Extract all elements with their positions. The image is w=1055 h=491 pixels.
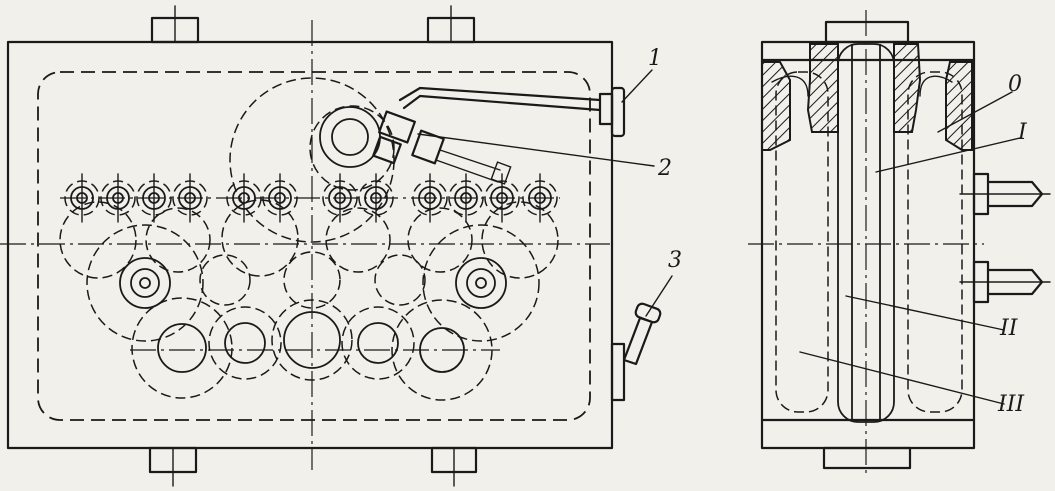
bearing-section-left (806, 43, 839, 133)
side-view (748, 10, 1051, 478)
label-shaft-I: I (1018, 120, 1027, 145)
shaft-row-top (64, 173, 558, 223)
output-shaft-lower (959, 260, 1051, 304)
label-shaft-II: II (1000, 316, 1018, 341)
bearing-section-right (893, 43, 922, 133)
front-view (0, 5, 673, 487)
side-bottom-cap (822, 446, 912, 470)
housing-outline (6, 40, 614, 450)
side-top-cap (824, 20, 910, 44)
pipe-fitting (598, 92, 614, 126)
label-shaft-0: 0 (1008, 72, 1022, 97)
oil-level-plug (610, 302, 662, 402)
output-shaft-upper (959, 172, 1051, 216)
side-housing (760, 40, 976, 450)
label-item-2: 2 (658, 156, 672, 181)
lube-pipe (398, 86, 602, 102)
label-shaft-III: III (998, 392, 1025, 417)
label-item-3: 3 (668, 248, 682, 273)
label-item-1: 1 (648, 46, 662, 71)
housing-cavity (37, 71, 591, 421)
distributor-block (372, 110, 512, 185)
